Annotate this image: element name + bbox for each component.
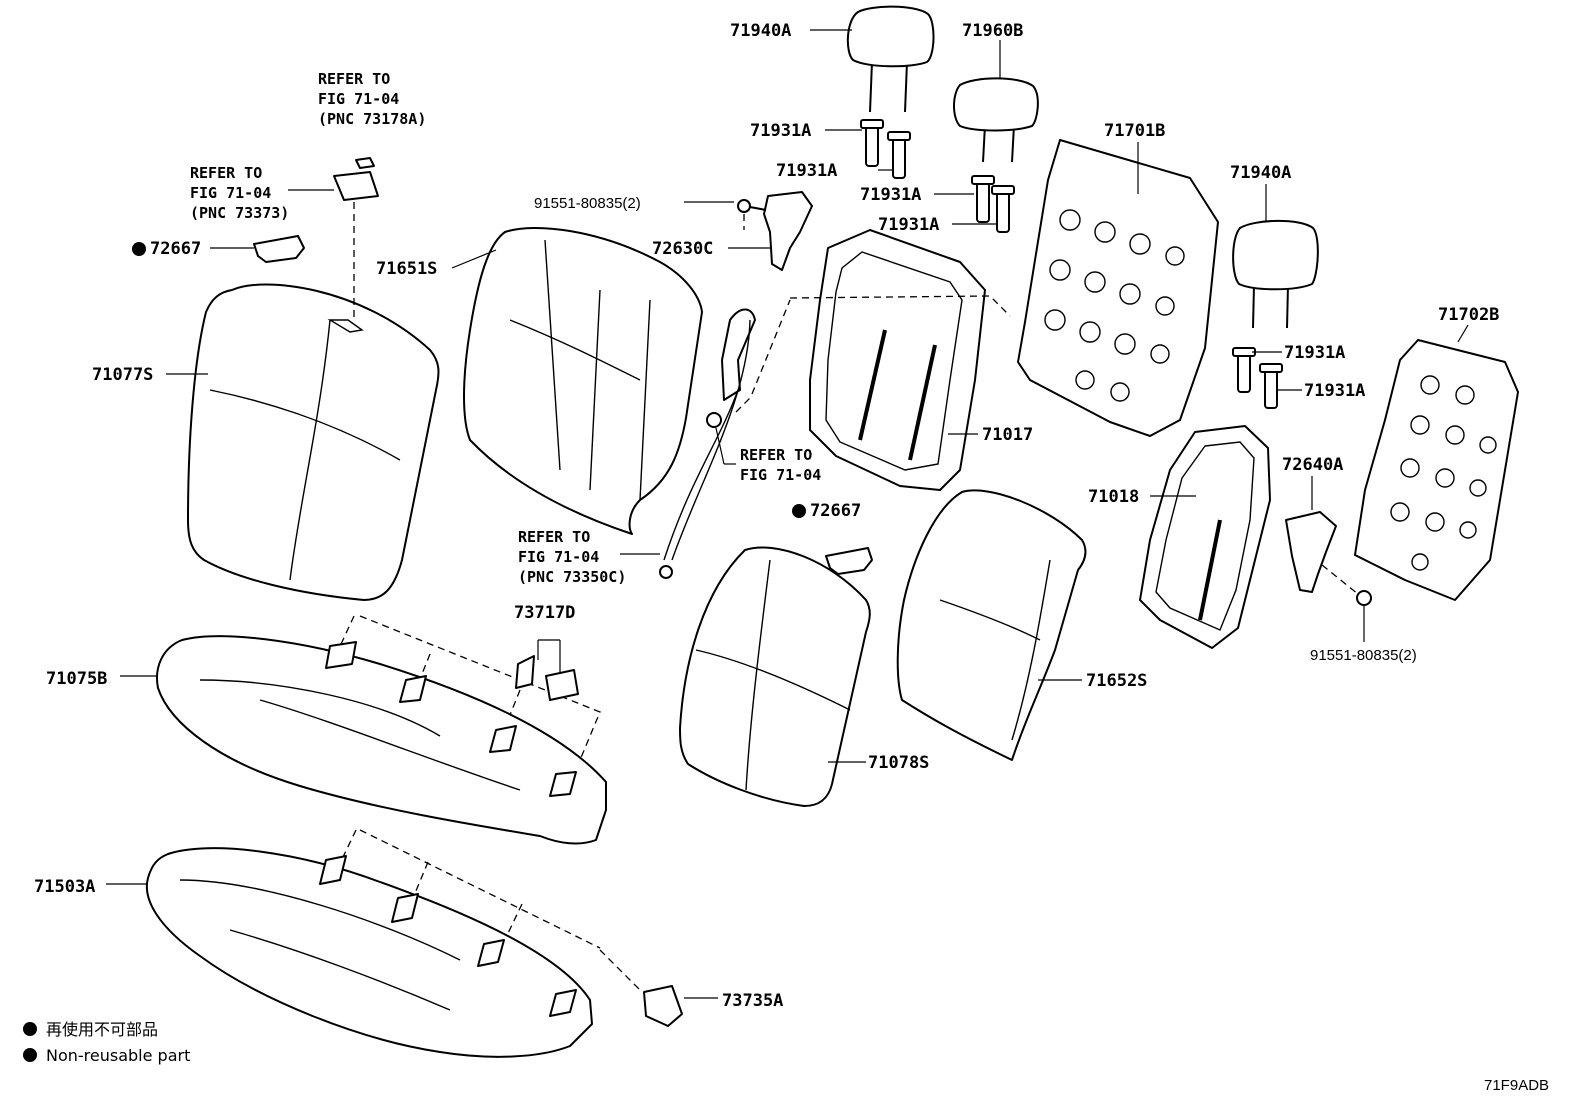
label-71702b: 71702B bbox=[1438, 305, 1499, 325]
label-71960b: 71960B bbox=[962, 21, 1023, 41]
ref-belt-line1: REFER TO bbox=[518, 528, 590, 546]
label-71651s: 71651S bbox=[376, 259, 437, 279]
headrest-supports-71931a bbox=[860, 119, 1283, 409]
label-71078s: 71078S bbox=[868, 753, 929, 773]
ref-top-line3: (PNC 73178A) bbox=[318, 110, 426, 128]
legend-marker-2 bbox=[23, 1048, 37, 1062]
seat-cushion-pad-71503a bbox=[145, 847, 593, 1058]
label-71940a-right: 71940A bbox=[1230, 163, 1291, 183]
part-labels: 71940A 71960B 71931A 71931A 71931A 71931… bbox=[34, 21, 1499, 1011]
seatback-frame-71018 bbox=[1139, 425, 1271, 649]
clip-73735a bbox=[643, 985, 683, 1027]
seatback-cover-71651s bbox=[463, 227, 703, 535]
label-71503a: 71503A bbox=[34, 877, 95, 897]
label-91551-right: 91551-80835(2) bbox=[1310, 647, 1417, 664]
clip-72667-left bbox=[253, 235, 305, 263]
ref-top-line2: FIG 71-04 bbox=[318, 90, 399, 108]
seatback-panel-71702b bbox=[1354, 339, 1519, 601]
label-72630c: 72630C bbox=[652, 239, 713, 259]
label-72640a: 72640A bbox=[1282, 455, 1343, 475]
seat-cushion-cover-71075b bbox=[156, 635, 607, 845]
label-71075b: 71075B bbox=[46, 669, 107, 689]
headrest-71940a-top bbox=[846, 5, 935, 113]
leader-lines bbox=[106, 29, 1469, 999]
seatback-cover-71652s bbox=[896, 489, 1087, 761]
ref-left-line2: FIG 71-04 bbox=[190, 184, 271, 202]
seat-belt-guide bbox=[659, 308, 756, 579]
label-71701b: 71701B bbox=[1104, 121, 1165, 141]
clip-72667-mid bbox=[825, 547, 873, 575]
ref-top-line1: REFER TO bbox=[318, 70, 390, 88]
label-91551-top: 91551-80835(2) bbox=[534, 195, 641, 212]
ref-mid-line1: REFER TO bbox=[740, 446, 812, 464]
assembly-lines bbox=[329, 202, 1011, 993]
label-71931a-2: 71931A bbox=[776, 161, 837, 181]
seatback-pad-71077s bbox=[187, 283, 440, 601]
ref-left-line3: (PNC 73373) bbox=[190, 204, 289, 222]
ref-belt-line2: FIG 71-04 bbox=[518, 548, 599, 566]
seatback-panel-71701b bbox=[1017, 139, 1219, 437]
label-71931a-3: 71931A bbox=[860, 185, 921, 205]
non-reusable-marker-72667-left bbox=[132, 242, 146, 256]
legend-text-en: Non-reusable part bbox=[46, 1046, 190, 1065]
label-71931a-1: 71931A bbox=[750, 121, 811, 141]
legend: 再使用不可部品 Non-reusable part bbox=[23, 1020, 190, 1065]
label-71931a-5: 71931A bbox=[1284, 343, 1345, 363]
label-73717d: 73717D bbox=[514, 603, 575, 623]
seatback-pad-71078s bbox=[679, 546, 871, 807]
legend-marker-1 bbox=[23, 1022, 37, 1036]
label-71940a-top: 71940A bbox=[730, 21, 791, 41]
headrest-71940a-right bbox=[1232, 219, 1319, 329]
label-71931a-6: 71931A bbox=[1304, 381, 1365, 401]
label-71077s: 71077S bbox=[92, 365, 153, 385]
reference-notes: REFER TO FIG 71-04 (PNC 73178A) REFER TO… bbox=[190, 70, 821, 586]
label-72667-left: 72667 bbox=[150, 239, 201, 259]
seat-lock-72640a bbox=[1285, 511, 1372, 606]
ref-belt-line3: (PNC 73350C) bbox=[518, 568, 626, 586]
label-71018: 71018 bbox=[1088, 487, 1139, 507]
diagram-code: 71F9ADB bbox=[1484, 1077, 1549, 1094]
label-71017: 71017 bbox=[982, 425, 1033, 445]
ref-left-line1: REFER TO bbox=[190, 164, 262, 182]
trim-cover-73373 bbox=[333, 171, 379, 201]
non-reusable-marker-72667-mid bbox=[792, 504, 806, 518]
trim-cover-73178a bbox=[355, 157, 375, 169]
clips-73717d bbox=[515, 639, 579, 701]
seatback-frame-71017 bbox=[809, 229, 986, 491]
headrest-71960b bbox=[953, 77, 1039, 163]
label-73735a: 73735A bbox=[722, 991, 783, 1011]
ref-mid-line2: FIG 71-04 bbox=[740, 466, 821, 484]
legend-text-jp: 再使用不可部品 bbox=[46, 1020, 158, 1039]
label-71931a-4: 71931A bbox=[878, 215, 939, 235]
label-72667-mid: 72667 bbox=[810, 501, 861, 521]
seat-lock-72630c bbox=[737, 191, 813, 271]
label-71652s: 71652S bbox=[1086, 671, 1147, 691]
